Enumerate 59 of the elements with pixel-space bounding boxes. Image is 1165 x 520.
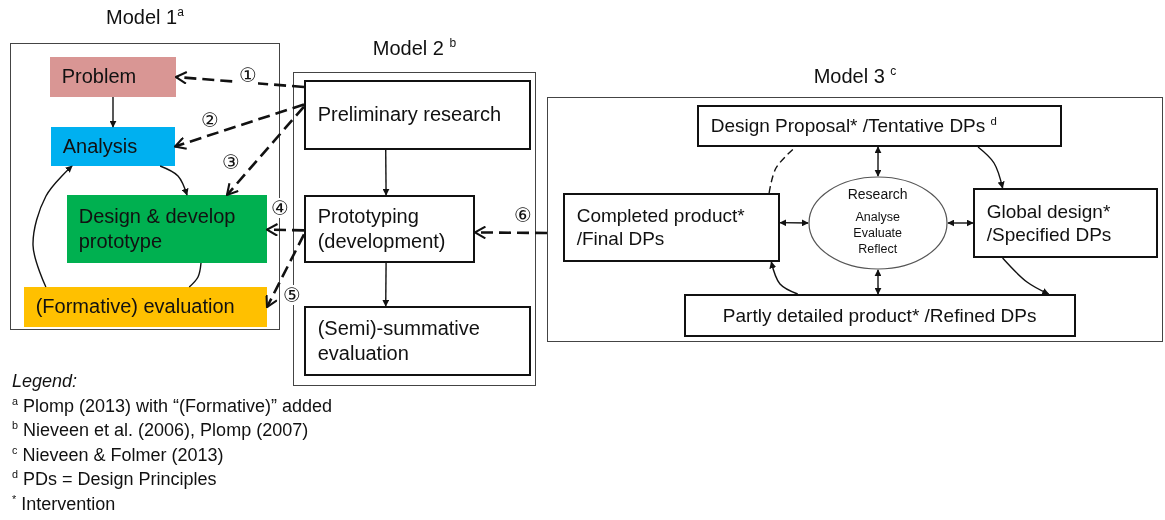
ellipse-heading: Research (847, 185, 908, 202)
process-box (303, 194, 475, 263)
process-box (562, 192, 780, 262)
stage-box (50, 126, 175, 166)
dashed-arrow (473, 225, 547, 240)
process-box (683, 293, 1076, 337)
legend-note: $^{c}$ Nieveen & Folmer (2013) (12, 444, 224, 466)
arrow (382, 262, 390, 307)
dashed-arrow (265, 233, 306, 309)
edge-label: ④ (270, 198, 290, 218)
arrow (109, 96, 117, 128)
edge-label: ⑥ (513, 205, 533, 225)
box-text: Problem (61, 64, 138, 89)
box-text: Partly detailed product* /Refined DPs (721, 303, 1038, 327)
connector-line (188, 262, 202, 288)
process-box (696, 104, 1062, 147)
process-box (972, 187, 1158, 258)
dashed-arrow (225, 105, 305, 197)
arrow (977, 146, 1005, 189)
stage-box (66, 194, 267, 263)
model-title: Model 1$^{a}$ (106, 6, 184, 29)
legend-note: $^{a}$ Plomp (2013) with “(Formative)” added (12, 395, 333, 417)
ellipse-text: Analyse Evaluate Reflect (852, 208, 903, 258)
arrow (769, 261, 799, 295)
arrow (32, 165, 73, 288)
research-ellipse (807, 175, 948, 270)
legend-note: $^{b}$ Nieveen et al. (2006), Plomp (2007) (12, 420, 309, 441)
edge-label: ① (238, 65, 258, 85)
model-title: Model 2 $^{b}$ (372, 37, 457, 60)
dashed-arrow (174, 70, 305, 89)
box-text: Global design* /Specified DPs (986, 199, 1113, 246)
process-box (303, 305, 531, 376)
box-text: Preliminary research (317, 102, 503, 127)
box-text: Completed product* /Final DPs (576, 204, 746, 251)
process-box (303, 79, 531, 150)
model-title: Model 3 $^{c}$ (813, 65, 897, 88)
box-text: Analysis (62, 134, 139, 159)
legend-note: $^{*}$ Intervention (12, 493, 116, 515)
arrow (874, 269, 882, 295)
arrow (1001, 257, 1050, 295)
stage-box (23, 286, 267, 327)
dashed-arrow (173, 103, 305, 150)
legend-note: $^{d}$ PDs = Design Principles (12, 469, 217, 490)
dashed-arrow (265, 223, 305, 237)
box-text: Design & develop prototype (78, 204, 237, 254)
arrow (947, 219, 974, 227)
edge-label: ③ (221, 152, 241, 172)
box-text: (Formative) evaluation (35, 294, 236, 319)
box-text: Design Proposal* /Tentative DPs $^{d}$ (710, 114, 998, 138)
arrow (779, 219, 809, 227)
stage-box (49, 56, 176, 97)
arrow (382, 149, 390, 196)
arrow (874, 146, 882, 177)
box-text: (Semi)-summative evaluation (317, 316, 481, 366)
arrow (159, 165, 189, 196)
edge-label: ⑤ (282, 285, 302, 305)
legend-heading: Legend: (12, 371, 78, 392)
box-text: Prototyping (development) (317, 204, 447, 254)
edge-label: ② (200, 110, 220, 130)
